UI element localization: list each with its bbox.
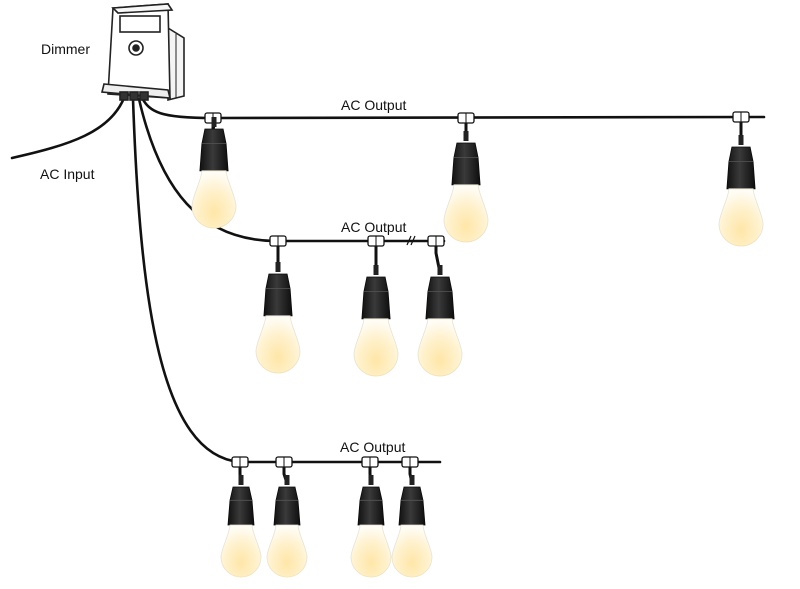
light-bulb-icon bbox=[255, 235, 301, 374]
light-bulb-icon bbox=[417, 235, 463, 377]
light-bulb-icon bbox=[718, 111, 764, 247]
ac-output-label-3: AC Output bbox=[340, 439, 405, 455]
bulb-socket bbox=[199, 128, 229, 172]
ac-output-label-1: AC Output bbox=[341, 97, 406, 113]
light-bulb-icon bbox=[353, 235, 399, 377]
bulb-socket bbox=[361, 276, 391, 320]
bulb-glass bbox=[391, 524, 433, 578]
bulb-glass bbox=[353, 318, 399, 377]
bulb-socket bbox=[227, 486, 255, 526]
output-line-1 bbox=[210, 115, 766, 120]
bulb-glass bbox=[220, 524, 262, 578]
bulb-socket bbox=[425, 276, 455, 320]
dimmer-label: Dimmer bbox=[41, 41, 90, 57]
ac-input-label: AC Input bbox=[40, 166, 95, 182]
bulb-glass bbox=[266, 524, 308, 578]
bulb-socket bbox=[451, 142, 481, 186]
bulb-glass bbox=[191, 170, 237, 229]
bulb-socket bbox=[726, 146, 756, 190]
ac-output-label-2: AC Output bbox=[341, 219, 406, 235]
light-bulb-icon bbox=[191, 112, 237, 229]
bulb-socket bbox=[398, 486, 426, 526]
light-bulb-icon bbox=[443, 112, 489, 243]
bulb-glass bbox=[443, 184, 489, 243]
wires bbox=[10, 96, 766, 464]
light-bulb-icon bbox=[350, 456, 392, 578]
light-bulb-icon bbox=[220, 456, 262, 578]
feed-cable-1 bbox=[140, 96, 214, 120]
bulb-socket bbox=[357, 486, 385, 526]
bulb-socket bbox=[263, 273, 293, 317]
dimmer-box-icon bbox=[100, 3, 185, 102]
bulb-glass bbox=[255, 315, 301, 374]
bulb-glass bbox=[350, 524, 392, 578]
bulbs bbox=[191, 111, 764, 578]
bulb-glass bbox=[417, 318, 463, 377]
line-break-mark bbox=[406, 235, 416, 246]
feed-cable-2 bbox=[137, 97, 277, 243]
bulb-glass bbox=[718, 188, 764, 247]
light-bulb-icon bbox=[266, 456, 308, 578]
feed-cable-3 bbox=[131, 97, 242, 464]
bulb-socket bbox=[273, 486, 301, 526]
light-bulb-icon bbox=[391, 456, 433, 578]
ac-input-cable bbox=[10, 96, 126, 160]
